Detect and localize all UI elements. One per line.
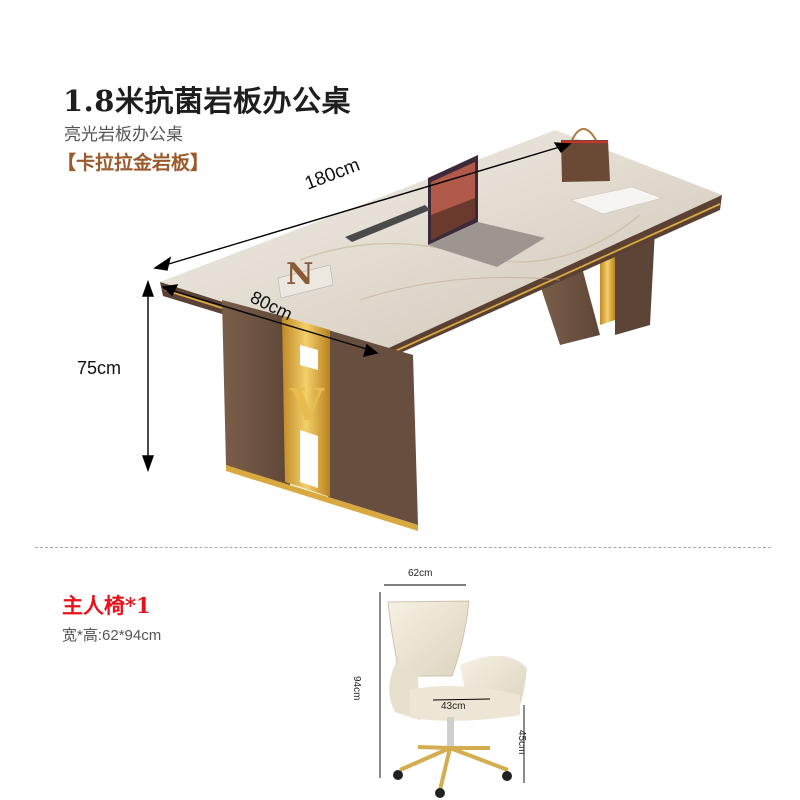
chair-width-label: 62cm <box>408 568 433 579</box>
section-divider <box>35 547 771 548</box>
notebook <box>570 186 663 215</box>
desk-front-leg: V <box>222 300 418 531</box>
chair-seat-width-label: 43cm <box>441 701 466 712</box>
desk-height-label: 75cm <box>77 358 122 378</box>
laptop <box>428 155 545 267</box>
handbag <box>561 128 610 182</box>
chair-size-text: 宽*高:62*94cm <box>62 627 162 644</box>
decor-books: N <box>277 257 334 299</box>
product-title: 1.8米抗菌岩板办公桌 <box>63 84 351 118</box>
chair-seat-height-label: 45cm <box>516 730 527 755</box>
svg-text:V: V <box>289 380 325 431</box>
dimension-arrows <box>142 142 572 473</box>
product-subtitle: 亮光岩板办公桌 <box>64 125 183 144</box>
chair-height-label: 94cm <box>351 676 362 701</box>
chair-illustration <box>379 584 527 798</box>
keyboard <box>345 205 430 242</box>
chair-title: 主人椅*1 <box>62 593 151 618</box>
material-label: 【卡拉拉金岩板】 <box>57 152 210 174</box>
svg-text:N: N <box>286 257 313 292</box>
